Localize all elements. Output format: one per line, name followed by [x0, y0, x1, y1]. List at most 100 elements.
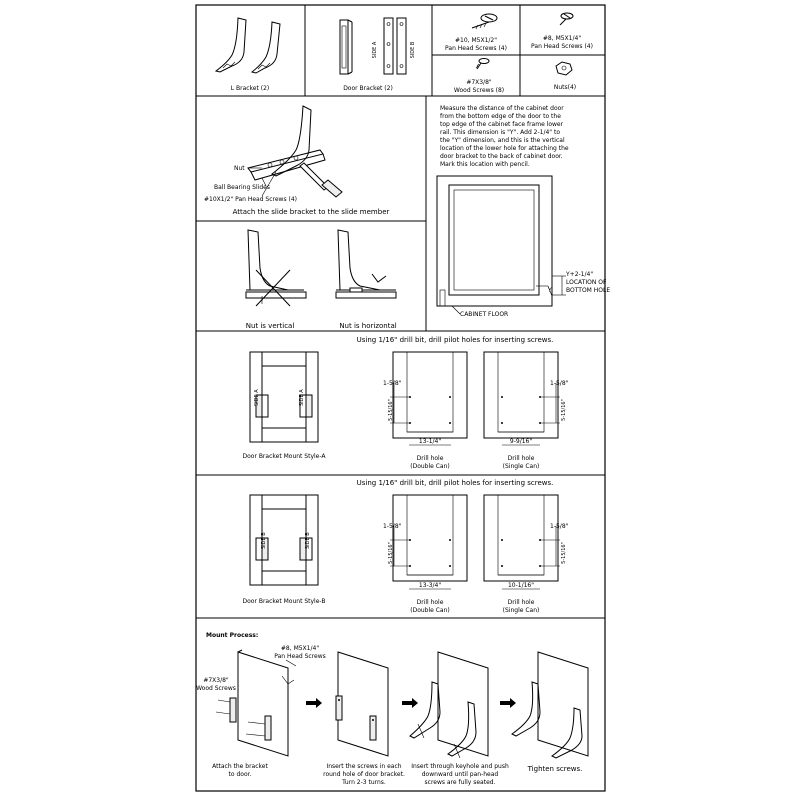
- nut-horizontal-diagram: Nut is horizontal: [335, 229, 397, 330]
- pan-head-8-label1: #8, M5X1/4": [543, 35, 581, 42]
- style-a-dim-top-double: 1-5/8": [383, 380, 402, 387]
- ball-bearing-callout: Ball Bearing Slides: [214, 184, 270, 191]
- mount-step-1: Attach the bracket to door.: [212, 649, 297, 778]
- pan-head-8-label2: Pan Head Screws (4): [531, 43, 593, 50]
- style-b-double-width: 13-3/4": [419, 582, 441, 589]
- door-bracket-label: Door Bracket (2): [343, 85, 393, 92]
- side-b-mark: SIDE B: [261, 532, 267, 549]
- style-a-double-caption2: (Double Can): [410, 463, 450, 470]
- measure-line-0: Measure the distance of the cabinet door: [440, 105, 564, 112]
- style-a-dim-side-single: 5-15/16": [561, 399, 567, 421]
- style-b-door-mount: SIDE B SIDE B: [249, 494, 319, 586]
- style-a-double-width: 13-1/4": [419, 438, 441, 445]
- y-plus-label3: BOTTOM HOLE: [566, 287, 610, 294]
- screw-icon: [559, 12, 574, 26]
- pan-head-10-label2: Pan Head Screws (4): [445, 45, 507, 52]
- nut-vertical-label: Nut is vertical: [246, 322, 295, 330]
- style-b-double-caption1: Drill hole: [417, 599, 444, 606]
- side-b-label: SIDE B: [410, 41, 416, 58]
- mount-title: Mount Process:: [206, 632, 258, 639]
- measure-line-6: door bracket to the back of cabinet door…: [440, 153, 563, 160]
- side-a-label: SIDE A: [372, 41, 378, 58]
- style-a-header: Using 1/16" drill bit, drill pilot holes…: [357, 336, 554, 344]
- side-b-mark: SIDE B: [305, 532, 311, 549]
- screw-icon: [475, 58, 490, 70]
- mount-step3-caption2: downward until pan-head: [422, 771, 499, 778]
- mount-step-4: Tighten screws.: [511, 651, 589, 773]
- style-b-single-width: 10-1/16": [508, 582, 534, 589]
- l-bracket-label: L Bracket (2): [231, 85, 270, 92]
- l-bracket-part: L Bracket (2): [214, 17, 281, 92]
- pan-screws-callout: #10X1/2" Pan Head Screws (4): [204, 196, 297, 203]
- y-plus-label1: Y+2-1/4": [565, 271, 593, 278]
- nut-vertical-diagram: Nut is vertical: [245, 229, 307, 330]
- style-a-mount-label: Door Bracket Mount Style-A: [242, 453, 326, 460]
- side-a-mark: SIDE A: [299, 389, 305, 406]
- mount-step1-caption1: Attach the bracket: [212, 763, 268, 770]
- slide-step-caption: Attach the slide bracket to the slide me…: [233, 208, 390, 216]
- pan-head-10-screw: #10, M5X1/2" Pan Head Screws (4): [445, 13, 507, 52]
- nut-callout: Nut: [234, 165, 245, 172]
- measure-line-5: location of the lower hole for attaching…: [440, 145, 569, 152]
- nut-horizontal-label: Nut is horizontal: [339, 322, 396, 330]
- sheet-frame: [195, 4, 606, 792]
- style-a-single-caption1: Drill hole: [508, 455, 535, 462]
- style-b-single-caption1: Drill hole: [508, 599, 535, 606]
- style-a-door-mount: SIDE A SIDE A: [249, 351, 319, 443]
- style-a-single-caption2: (Single Can): [503, 463, 540, 470]
- wood-screws-label2: Wood Screws (8): [454, 87, 504, 94]
- nuts-label: Nuts(4): [554, 84, 576, 91]
- mount-wood-label1: #7X3/8": [203, 677, 229, 684]
- style-a-double-caption1: Drill hole: [417, 455, 444, 462]
- style-b-dim-top-double: 1-5/8": [383, 523, 402, 530]
- style-b-header: Using 1/16" drill bit, drill pilot holes…: [357, 479, 554, 487]
- measure-instructions: Measure the distance of the cabinet door…: [440, 105, 569, 168]
- nut-part: Nuts(4): [554, 61, 576, 91]
- mount-step2-caption2: round hole of door bracket.: [323, 771, 405, 778]
- measure-line-3: rail. This dimension is "Y". Add 2-1/4" …: [440, 129, 560, 136]
- style-b-dim-top-single: 1-5/8": [550, 523, 569, 530]
- mount-step1-caption2: to door.: [229, 771, 252, 778]
- wood-screws-label1: #7X3/8": [466, 79, 492, 86]
- side-a-mark: SIDE A: [254, 389, 260, 406]
- mount-step2-caption1: Insert the screws in each: [326, 763, 401, 770]
- style-b-single-can: 1-5/8" 5-15/16" 10-1/16" Drill hole (Sin…: [483, 494, 569, 614]
- mount-pan-label2: Pan Head Screws: [274, 653, 326, 660]
- cabinet-floor-label: CABINET FLOOR: [460, 311, 508, 318]
- nut-icon: [555, 61, 573, 76]
- pan-head-8-screw: #8, M5X1/4" Pan Head Screws (4): [531, 12, 593, 50]
- mount-step3-caption3: screws are fully seated.: [425, 779, 496, 786]
- style-b-double-can: 1-5/8" 5-15/16" 13-3/4" Drill hole (Doub…: [383, 494, 468, 614]
- cabinet-measure-diagram: Y+2-1/4" LOCATION OF BOTTOM HOLE Y CABIN…: [436, 175, 610, 318]
- mount-step4-caption: Tighten screws.: [527, 765, 583, 773]
- measure-line-4: the "Y" dimension, and this is the verti…: [440, 137, 565, 144]
- style-a-single-width: 9-9/16": [510, 438, 532, 445]
- mount-step3-caption1: Insert through keyhole and push: [411, 763, 509, 770]
- mount-pan-label1: #8, M5X1/4": [281, 645, 319, 652]
- arrow-right-icon: [306, 698, 322, 708]
- mount-step2-caption3: Turn 2-3 turns.: [341, 779, 386, 786]
- mount-step-3: Insert through keyhole and push downward…: [409, 651, 509, 786]
- style-b-single-caption2: (Single Can): [503, 607, 540, 614]
- style-b-double-caption2: (Double Can): [410, 607, 450, 614]
- measure-line-1: from the bottom edge of the door to the: [440, 113, 561, 120]
- measure-line-2: top edge of the cabinet face frame lower: [440, 121, 564, 128]
- style-a-dim-side-double: 5-15/16": [388, 399, 394, 421]
- mount-process: Mount Process: #8, M5X1/4" Pan Head Scre…: [196, 632, 589, 786]
- style-a-dim-top-single: 1-5/8": [550, 380, 569, 387]
- style-b-section: Using 1/16" drill bit, drill pilot holes…: [243, 479, 569, 614]
- y-dimension-label: Y: [547, 287, 552, 294]
- style-b-dim-side-double: 5-15/16": [388, 542, 394, 564]
- screw-icon: [471, 13, 498, 30]
- mount-step-2: Insert the screws in each round hole of …: [323, 651, 405, 786]
- wood-screw: #7X3/8" Wood Screws (8): [454, 58, 504, 94]
- style-a-section: Using 1/16" drill bit, drill pilot holes…: [242, 336, 568, 470]
- arrow-right-icon: [500, 698, 516, 708]
- style-a-double-can: 1-5/8" 5-15/16" 13-1/4" Drill hole (Doub…: [383, 351, 468, 470]
- arrow-right-icon: [402, 698, 418, 708]
- style-b-dim-side-single: 5-15/16": [561, 542, 567, 564]
- measure-line-7: Mark this location with pencil.: [440, 161, 530, 168]
- y-plus-label2: LOCATION OF: [566, 279, 607, 286]
- door-bracket-part: SIDE A SIDE B Door Bracket (2): [339, 17, 416, 92]
- mount-wood-label2: Wood Screws: [196, 685, 236, 692]
